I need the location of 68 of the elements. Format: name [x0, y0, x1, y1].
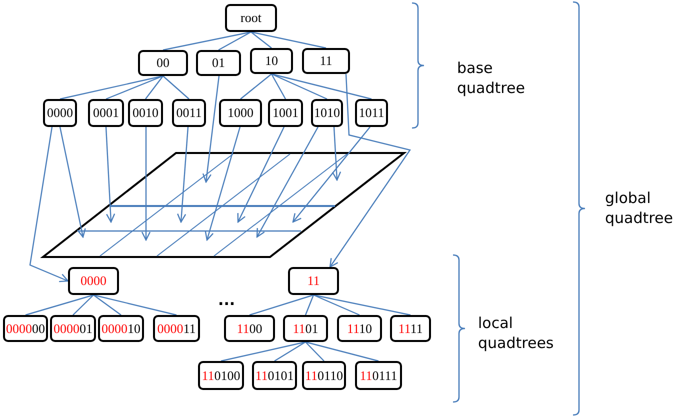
tree-node: 00	[138, 50, 188, 76]
arrow	[59, 126, 86, 238]
tree-node: 000011	[153, 315, 200, 342]
arrow	[292, 126, 370, 223]
tree-node: 0001	[88, 99, 124, 127]
connector-line	[304, 294, 314, 316]
connector-line	[313, 294, 411, 316]
tree-node: 110111	[355, 361, 402, 390]
connector-line	[93, 294, 177, 316]
connector-line	[220, 341, 306, 362]
tree-node: 0011	[172, 99, 206, 127]
tree-node: 11	[302, 48, 350, 74]
arrow	[329, 74, 411, 268]
connector-line	[313, 294, 360, 316]
tree-node: 000010	[98, 315, 144, 342]
connector-line	[249, 294, 314, 316]
connector-line	[106, 75, 164, 100]
bracket-label: local quadtrees	[478, 313, 555, 353]
arrow	[141, 127, 151, 241]
tree-node: 000000	[3, 315, 48, 342]
connector-line	[274, 341, 306, 362]
tree-node: 000001	[50, 315, 96, 342]
connector-line	[93, 294, 122, 316]
tree-node: 1110	[337, 315, 382, 342]
tree-node: 11	[288, 267, 339, 295]
tree-node: root	[225, 4, 277, 32]
bracket-label: global quadtree	[605, 188, 674, 228]
tree-node: 1100	[224, 315, 275, 342]
arrow	[105, 126, 116, 223]
tree-node: 0000	[43, 99, 77, 127]
tree-node: 1101	[283, 315, 328, 342]
connector-line	[305, 341, 379, 362]
connector-line	[270, 74, 286, 100]
tree-node: 110100	[198, 361, 244, 390]
arrow	[332, 126, 342, 181]
connector-line	[145, 76, 164, 100]
ellipsis-text: ...	[218, 290, 236, 310]
arrow	[237, 126, 285, 223]
arrow	[177, 126, 189, 223]
connector-line	[25, 294, 94, 316]
arrow	[204, 126, 241, 241]
grid-drawing	[40, 152, 407, 258]
connector-line	[240, 74, 272, 100]
connector-line	[60, 75, 164, 100]
connector-line	[271, 73, 372, 100]
tree-node: 01	[196, 50, 241, 76]
tree-node: 1111	[390, 315, 431, 342]
tree-node: 1001	[268, 99, 303, 127]
tree-node: 1010	[311, 99, 343, 127]
bracket-label: base quadtree	[457, 58, 526, 98]
connector-line	[305, 342, 324, 362]
arrow	[202, 76, 220, 183]
tree-node: 1000	[219, 99, 262, 127]
tree-node: 0000	[68, 267, 119, 295]
connector-line	[162, 76, 190, 100]
tree-node: 1011	[355, 99, 388, 127]
tree-node: 110101	[252, 361, 297, 390]
connector-line	[271, 73, 328, 100]
connector-line	[72, 294, 94, 316]
tree-node: 110110	[302, 361, 346, 390]
connector-line	[218, 31, 252, 51]
tree-node: 10	[250, 48, 293, 74]
tree-node: 0010	[128, 99, 163, 127]
connector-line	[162, 31, 252, 51]
connector-line	[250, 32, 272, 48]
connector-line	[250, 31, 326, 49]
arrow	[29, 126, 69, 282]
arrow	[256, 126, 319, 238]
